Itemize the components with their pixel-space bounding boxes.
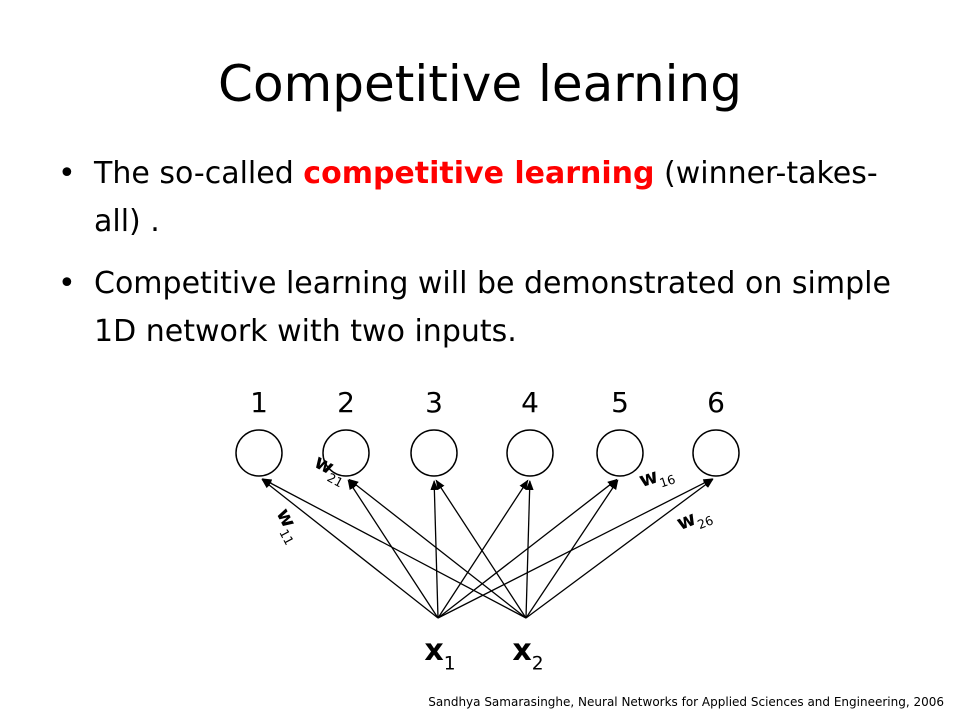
neuron-node-5 <box>596 429 644 477</box>
neuron-node-2 <box>322 429 370 477</box>
weight-label-w26: w26 <box>673 500 716 539</box>
citation: Sandhya Samarasinghe, Neural Networks fo… <box>428 695 944 709</box>
connection-arrow-x1-to-1 <box>261 478 439 619</box>
bullet-list: • The so-called competitive learning (wi… <box>58 150 908 370</box>
neuron-label-3: 3 <box>425 386 443 419</box>
connection-arrow-x1-to-6 <box>437 478 714 619</box>
highlighted-term: competitive learning <box>303 156 655 191</box>
weight-label-w16: w16 <box>636 459 677 497</box>
connection-arrow-x2-to-4 <box>525 479 534 619</box>
connection-arrow-x2-to-5 <box>525 479 619 619</box>
neuron-node-3 <box>410 429 458 477</box>
bullet-text-after: (winner-takes-all) . <box>94 156 878 239</box>
connection-arrow-x2-to-1 <box>261 478 527 619</box>
bullet-item: • Competitive learning will be demonstra… <box>58 260 908 356</box>
weight-label-w11: w11 <box>268 504 309 548</box>
bullet-text-before: The so-called <box>94 156 304 191</box>
neuron-label-5: 5 <box>611 386 629 419</box>
connection-arrow-x1-to-3 <box>430 479 439 619</box>
neuron-label-6: 6 <box>707 386 725 419</box>
slide-title: Competitive learning <box>218 55 742 113</box>
neuron-node-1 <box>235 429 283 477</box>
connection-arrow-x2-to-3 <box>435 479 527 619</box>
neuron-node-4 <box>506 429 554 477</box>
neuron-node-6 <box>692 429 740 477</box>
bullet-marker: • <box>58 156 76 191</box>
input-label-x1: x1 <box>424 633 455 675</box>
neuron-label-1: 1 <box>250 386 268 419</box>
bullet-marker: • <box>58 266 76 301</box>
input-label-x2: x2 <box>512 633 543 675</box>
bullet-item: • The so-called competitive learning (wi… <box>58 150 908 246</box>
bullet-text: Competitive learning will be demonstrate… <box>94 266 891 349</box>
connection-arrow-x2-to-2 <box>348 478 527 619</box>
connection-arrow-x1-to-2 <box>347 479 439 619</box>
connection-arrow-x1-to-4 <box>437 479 529 619</box>
connection-arrow-x2-to-6 <box>525 478 714 619</box>
neuron-label-2: 2 <box>337 386 355 419</box>
neuron-label-4: 4 <box>521 386 539 419</box>
